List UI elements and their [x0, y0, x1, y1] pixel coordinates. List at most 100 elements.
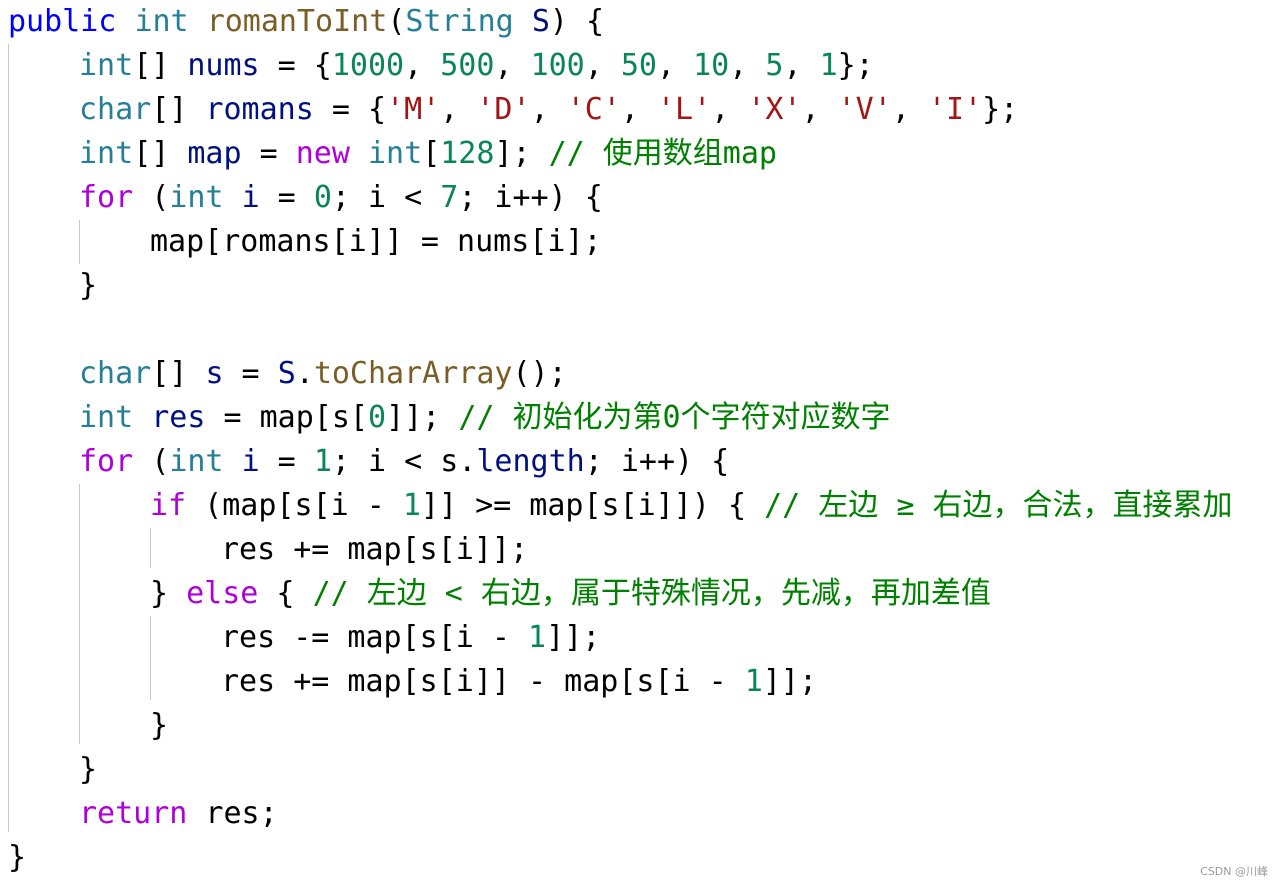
code-token-type: int	[368, 136, 423, 171]
code-token-plain: =	[259, 444, 314, 479]
code-token-var: res	[151, 400, 206, 435]
code-token-cm: // 左边 < 右边，属于特殊情况，先减，再加差值	[312, 576, 991, 611]
code-token-type: String	[405, 4, 514, 39]
code-token-plain: []	[151, 92, 206, 127]
code-token-param: S	[531, 4, 550, 39]
code-token-str: 'D'	[476, 92, 531, 127]
code-token-param: S	[277, 356, 296, 391]
code-line: res -= map[s[i - 1]];	[221, 616, 600, 660]
code-token-plain: ,	[801, 92, 838, 127]
code-line: return res;	[79, 792, 278, 836]
code-token-plain	[224, 180, 242, 215]
code-line: public int romanToInt(String S) {	[8, 0, 604, 44]
code-token-plain: (	[133, 444, 170, 479]
code-token-plain: ; i <	[331, 180, 441, 215]
code-token-plain: (	[133, 180, 170, 215]
code-token-plain: map[romans[i]] = nums[i];	[150, 224, 602, 259]
code-token-plain: []	[133, 48, 188, 83]
code-token-type: int	[134, 4, 189, 39]
code-token-plain: =	[259, 180, 314, 215]
code-token-plain: = map[s[	[205, 400, 368, 435]
code-token-plain: (	[387, 4, 406, 39]
code-line: }	[150, 704, 168, 748]
code-token-plain: }	[8, 840, 27, 875]
code-token-plain: ];	[494, 136, 549, 171]
code-token-plain: ,	[657, 48, 694, 83]
code-token-type: int	[169, 444, 224, 479]
code-token-plain: [	[422, 136, 441, 171]
code-token-num: 100	[530, 48, 585, 83]
code-token-plain: ; i++) {	[584, 444, 730, 479]
indent-guide-else-block	[150, 616, 151, 700]
code-line: res += map[s[i]] - map[s[i - 1]];	[221, 660, 817, 704]
code-token-ctrl: for	[79, 444, 134, 479]
code-token-plain: res;	[187, 796, 278, 831]
code-token-num: 1	[819, 48, 838, 83]
code-token-plain: ,	[530, 92, 567, 127]
code-token-num: 1	[528, 620, 547, 655]
code-token-str: 'V'	[837, 92, 892, 127]
code-token-type: int	[79, 136, 134, 171]
code-token-str: 'I'	[927, 92, 983, 127]
code-token-cm: // 左边 ≥ 右边，合法，直接累加	[764, 488, 1233, 523]
indent-guide-method-body	[8, 44, 9, 832]
code-token-num: 1	[313, 444, 332, 479]
code-token-plain: []	[133, 136, 188, 171]
code-token-plain: res += map[s[i]] - map[s[i -	[221, 664, 745, 699]
indent-guide-first-loop	[79, 220, 80, 264]
code-token-str: 'M'	[386, 92, 441, 127]
code-token-plain: ,	[711, 92, 748, 127]
code-token-plain	[133, 400, 151, 435]
code-token-num: 10	[693, 48, 730, 83]
code-token-plain: }	[150, 708, 169, 743]
code-token-plain: ,	[440, 92, 477, 127]
code-token-var: nums	[187, 48, 260, 83]
code-token-plain: };	[837, 48, 874, 83]
indent-guide-if-block	[150, 528, 151, 568]
code-token-plain: };	[982, 92, 1019, 127]
code-token-fn: romanToInt	[206, 4, 388, 39]
code-line: } else { // 左边 < 右边，属于特殊情况，先减，再加差值	[150, 572, 991, 616]
code-line: char[] romans = {'M', 'D', 'C', 'L', 'X'…	[79, 88, 1018, 132]
code-token-num: 1000	[331, 48, 405, 83]
code-line: }	[8, 836, 26, 880]
code-line: for (int i = 1; i < s.length; i++) {	[79, 440, 729, 484]
code-token-plain: ,	[494, 48, 531, 83]
code-line: map[romans[i]] = nums[i];	[150, 220, 602, 264]
code-token-plain: {	[258, 576, 313, 611]
code-token-ctrl: if	[150, 488, 187, 523]
code-token-plain: []	[151, 356, 206, 391]
code-token-plain: = {	[313, 92, 387, 127]
code-token-num: 50	[620, 48, 657, 83]
code-token-plain: ,	[729, 48, 766, 83]
indent-guide-second-loop	[79, 484, 80, 744]
code-token-var: s	[205, 356, 224, 391]
code-token-plain	[189, 4, 207, 39]
code-token-plain	[350, 136, 368, 171]
code-token-num: 0	[313, 180, 332, 215]
code-line: }	[79, 748, 97, 792]
code-token-plain: ();	[512, 356, 567, 391]
code-token-type: int	[169, 180, 224, 215]
code-token-plain: }	[79, 752, 98, 787]
code-token-str: 'X'	[747, 92, 802, 127]
code-token-plain: =	[241, 136, 296, 171]
code-token-var: i	[241, 180, 260, 215]
code-token-num: 500	[440, 48, 495, 83]
code-token-plain: =	[223, 356, 278, 391]
code-token-type: char	[79, 92, 152, 127]
code-token-str: 'C'	[566, 92, 621, 127]
code-token-plain: }	[79, 268, 98, 303]
code-token-var: map	[187, 136, 242, 171]
code-token-plain: ,	[584, 48, 621, 83]
code-token-plain: ,	[783, 48, 820, 83]
code-token-cm: // 使用数组map	[548, 136, 777, 171]
code-line: res += map[s[i]];	[221, 528, 528, 572]
code-token-str: 'L'	[657, 92, 712, 127]
code-line: int[] nums = {1000, 500, 100, 50, 10, 5,…	[79, 44, 874, 88]
code-token-var: i	[241, 444, 260, 479]
code-line: char[] s = S.toCharArray();	[79, 352, 567, 396]
code-token-plain: = {	[259, 48, 332, 83]
code-token-plain: ]];	[546, 620, 601, 655]
code-token-plain: ]];	[386, 400, 459, 435]
